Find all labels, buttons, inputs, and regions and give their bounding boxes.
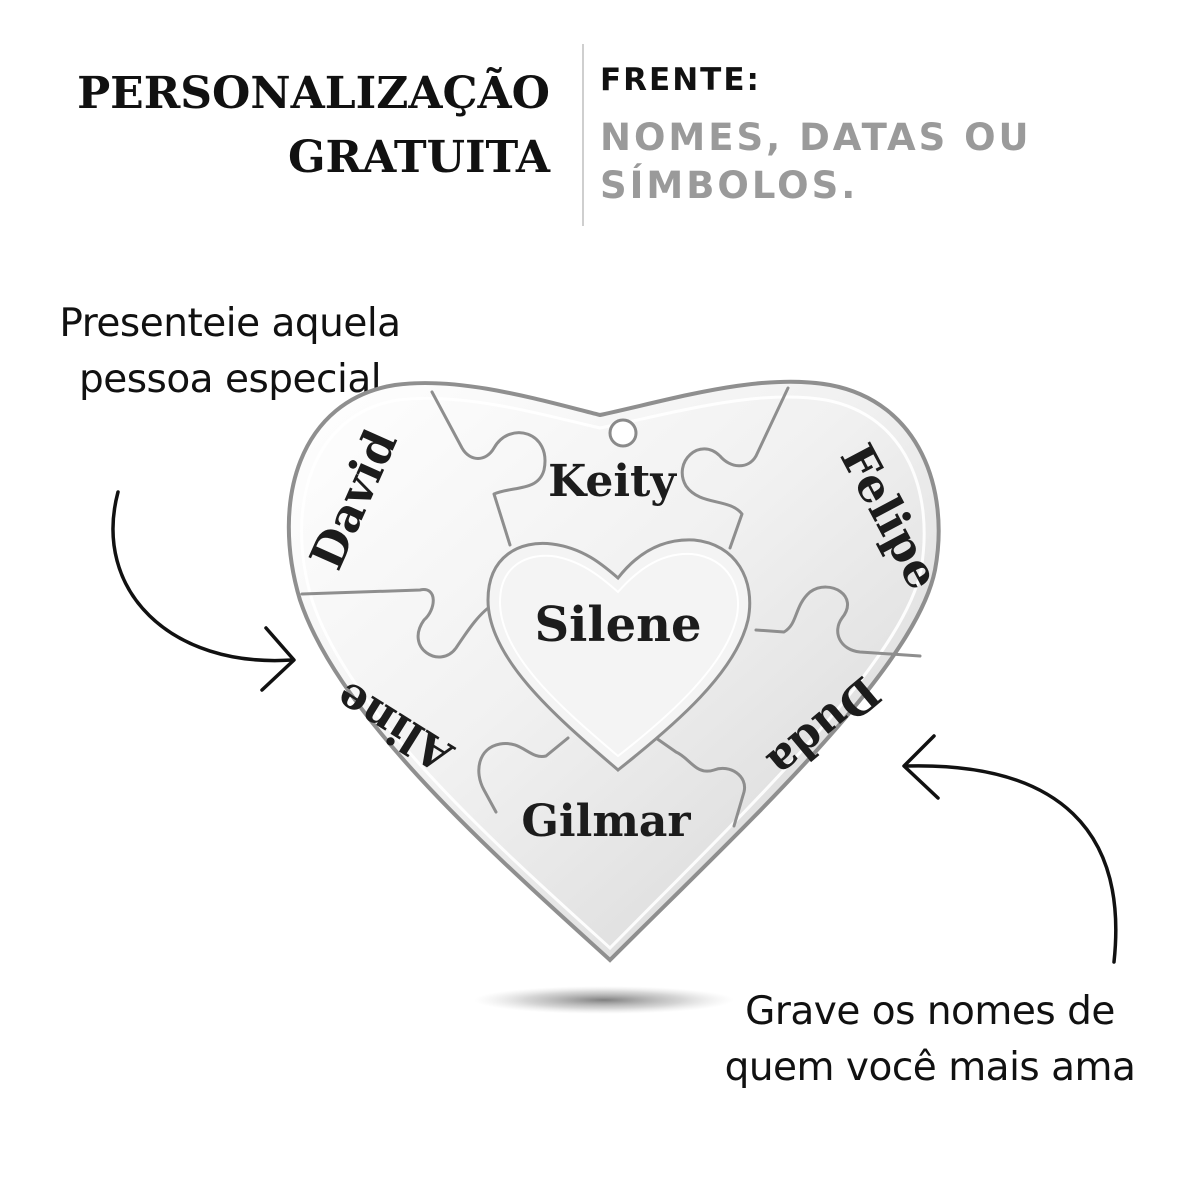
puzzle-seams [300, 386, 922, 828]
front-description-line-1: NOMES, DATAS OU [600, 116, 1032, 159]
front-description: NOMES, DATAS OU SÍMBOLOS. [600, 114, 1080, 210]
callout-engrave-line-2: quem você mais ama [724, 1045, 1136, 1090]
header-divider [582, 44, 584, 226]
inner-heart [486, 538, 752, 772]
callout-gift-line-1: Presenteie aquela [59, 301, 401, 346]
headline: PERSONALIZAÇÃO GRATUITA [77, 62, 550, 190]
callout-gift: Presenteie aquela pessoa especial [20, 296, 440, 408]
front-label: FRENTE: [600, 62, 761, 98]
callout-gift-line-2: pessoa especial [78, 357, 382, 402]
engraved-name-center: Silene [534, 597, 701, 653]
arrow-left-icon [111, 490, 296, 692]
headline-line-1: PERSONALIZAÇÃO [77, 68, 550, 119]
front-description-line-2: SÍMBOLOS. [600, 164, 859, 207]
callout-engrave: Grave os nomes de quem você mais ama [700, 984, 1160, 1096]
headline-line-2: GRATUITA [287, 132, 550, 183]
callout-engrave-line-1: Grave os nomes de [745, 989, 1115, 1034]
hanging-hole [608, 418, 638, 448]
pendant-shadow [474, 986, 734, 1014]
arrow-right-icon [902, 734, 1118, 964]
engraved-name-bottom: Gilmar [521, 796, 691, 847]
engraved-name-top: Keity [548, 456, 677, 507]
